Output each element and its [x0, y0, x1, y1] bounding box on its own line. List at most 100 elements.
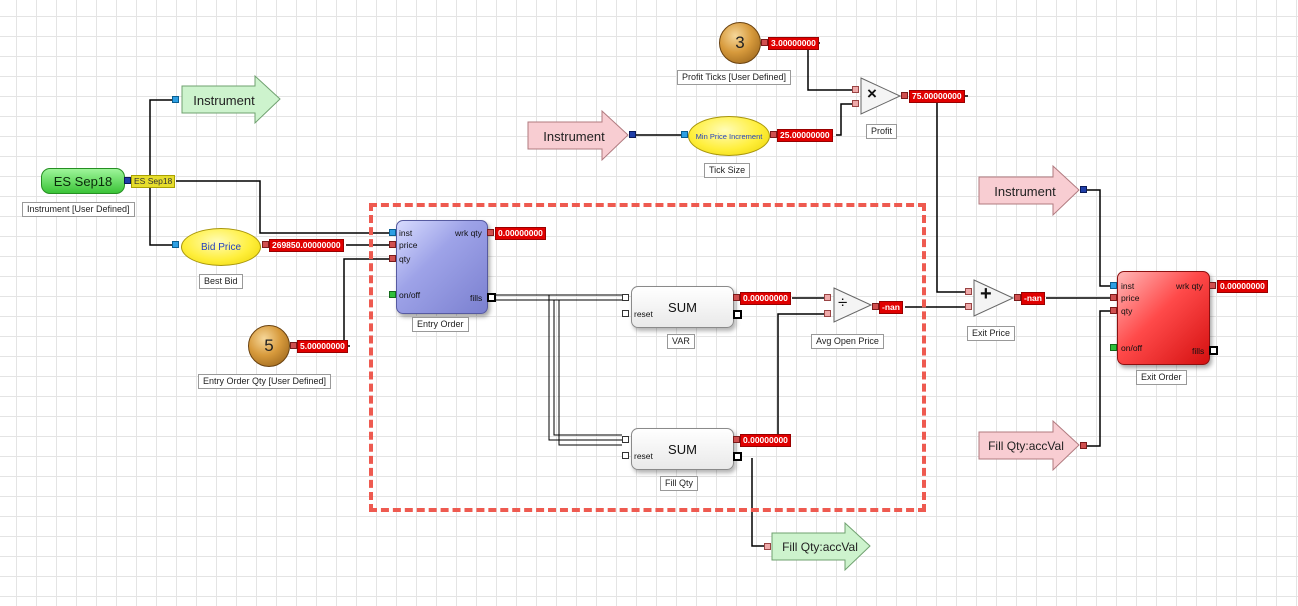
entry-price-label: price: [399, 240, 418, 250]
fill-sum-node[interactable]: SUM: [631, 428, 734, 470]
exit-price-in1-port[interactable]: [965, 288, 972, 295]
fill-sum-caption: Fill Qty: [660, 476, 698, 491]
instrument-tick-arrow[interactable]: [527, 109, 629, 162]
entry-inst-port[interactable]: [389, 229, 396, 236]
exit-fills-port[interactable]: [1209, 346, 1218, 355]
entry-qty-port-in[interactable]: [389, 255, 396, 262]
exit-price-port[interactable]: [1110, 294, 1117, 301]
profit-symbol: ×: [867, 84, 877, 103]
var-sum-node[interactable]: SUM: [631, 286, 734, 328]
profit-multiply-node[interactable]: [860, 77, 902, 115]
exit-price-symbol: +: [980, 283, 992, 305]
exit-order-block[interactable]: [1117, 271, 1210, 365]
tick-size-value: 25.00000000: [777, 129, 833, 142]
tick-size-caption: Tick Size: [704, 163, 751, 178]
fill-qty-arrow-out[interactable]: [771, 521, 871, 572]
entry-qty-node[interactable]: 5: [248, 325, 290, 367]
avg-open-in1-port[interactable]: [824, 294, 831, 301]
entry-fills-label: fills: [470, 293, 483, 303]
fill-qty-out-port[interactable]: [764, 543, 771, 550]
exit-inst-label: inst: [1121, 281, 1135, 291]
exit-wrkqty-port[interactable]: [1209, 282, 1216, 289]
entry-fills-port[interactable]: [487, 293, 496, 302]
wire-fills-to-fillsum-c: [558, 300, 622, 446]
entry-wrkqty-port[interactable]: [487, 229, 494, 236]
profit-in2-port[interactable]: [852, 100, 859, 107]
avg-open-caption: Avg Open Price: [811, 334, 884, 349]
profit-ticks-port[interactable]: [761, 39, 768, 46]
exit-price-add-node[interactable]: [973, 279, 1015, 317]
min-price-out-port[interactable]: [770, 131, 777, 138]
exit-order-caption: Exit Order: [1136, 370, 1187, 385]
wire-fillsum-to-fillout: [751, 458, 764, 547]
entry-inst-label: inst: [399, 228, 413, 238]
min-price-increment-node[interactable]: Min Price Increment: [688, 116, 770, 156]
exit-onoff-label: on/off: [1121, 343, 1143, 353]
entry-wrkqty-label: wrk qty: [455, 228, 482, 238]
profit-value: 75.00000000: [909, 90, 965, 103]
exit-qty-label: qty: [1121, 306, 1133, 316]
var-sum-reset-port[interactable]: [622, 310, 629, 317]
fill-sum-out-port[interactable]: [733, 436, 740, 443]
wire-ticksize-to-profit: [836, 103, 852, 136]
avg-open-in2-port[interactable]: [824, 310, 831, 317]
entry-order-caption: Entry Order: [412, 317, 469, 332]
entry-qty-caption: Entry Order Qty [User Defined]: [198, 374, 332, 389]
var-sum-value: 0.00000000: [740, 292, 791, 305]
instrument-exit-port[interactable]: [1080, 186, 1087, 193]
es-sep18-node[interactable]: ES Sep18: [41, 168, 125, 194]
instrument-tick-port[interactable]: [629, 131, 636, 138]
entry-qty-value: 5.00000000: [297, 340, 348, 353]
avg-open-symbol: ÷: [838, 293, 848, 312]
es-sep18-badge: ES Sep18: [131, 175, 176, 188]
exit-price-out-port[interactable]: [1014, 294, 1021, 301]
es-sep18-caption: Instrument [User Defined]: [22, 202, 135, 217]
avg-open-divide-node[interactable]: [833, 287, 873, 323]
avg-open-out-port[interactable]: [872, 303, 879, 310]
avg-open-value: -nan: [879, 301, 903, 314]
entry-price-port[interactable]: [389, 241, 396, 248]
var-sum-out-port[interactable]: [733, 294, 740, 301]
exit-price-in2-port[interactable]: [965, 303, 972, 310]
entry-wrkqty-value: 0.00000000: [495, 227, 546, 240]
es-sep18-port[interactable]: [124, 177, 131, 184]
bid-price-caption: Best Bid: [199, 274, 243, 289]
profit-in1-port[interactable]: [852, 86, 859, 93]
exit-fills-label: fills: [1192, 346, 1205, 356]
var-sum-in-port[interactable]: [622, 294, 629, 301]
fill-sum-aux-port[interactable]: [733, 452, 742, 461]
profit-out-port[interactable]: [901, 92, 908, 99]
entry-qty-port[interactable]: [290, 342, 297, 349]
bid-price-out-port[interactable]: [262, 241, 269, 248]
entry-onoff-port[interactable]: [389, 291, 396, 298]
wire-profit-to-exitprice: [936, 95, 968, 293]
exit-wrkqty-value: 0.00000000: [1217, 280, 1268, 293]
exit-price-caption: Exit Price: [967, 326, 1016, 341]
instrument-arrow-out[interactable]: [181, 74, 281, 125]
var-sum-reset-label: reset: [634, 309, 653, 319]
fill-qty-in-port[interactable]: [1080, 442, 1087, 449]
exit-inst-port[interactable]: [1110, 282, 1117, 289]
bid-price-node[interactable]: Bid Price: [181, 228, 261, 266]
instrument-out-port[interactable]: [172, 96, 179, 103]
exit-onoff-port[interactable]: [1110, 344, 1117, 351]
wire-instrument-to-exitorder-inst: [1086, 189, 1110, 287]
fill-sum-value: 0.00000000: [740, 434, 791, 447]
wire-es-to-instrument: [149, 99, 174, 181]
var-sum-aux-port[interactable]: [733, 310, 742, 319]
bid-price-value: 269850.00000000: [269, 239, 344, 252]
fill-sum-reset-port[interactable]: [622, 452, 629, 459]
exit-qty-port[interactable]: [1110, 307, 1117, 314]
fill-sum-in-port[interactable]: [622, 436, 629, 443]
wire-es-to-entry-inst: [176, 180, 389, 234]
profit-ticks-node[interactable]: 3: [719, 22, 761, 64]
instrument-exit-arrow[interactable]: [978, 164, 1080, 217]
fill-qty-in-arrow[interactable]: [978, 419, 1080, 472]
min-price-in-port[interactable]: [681, 131, 688, 138]
wire-fillqty-to-exitorder-qty: [1086, 310, 1110, 447]
bid-price-in-port[interactable]: [172, 241, 179, 248]
wire-profitticks-to-profit: [807, 42, 852, 91]
profit-caption: Profit: [866, 124, 898, 139]
entry-order-block[interactable]: [396, 220, 488, 314]
